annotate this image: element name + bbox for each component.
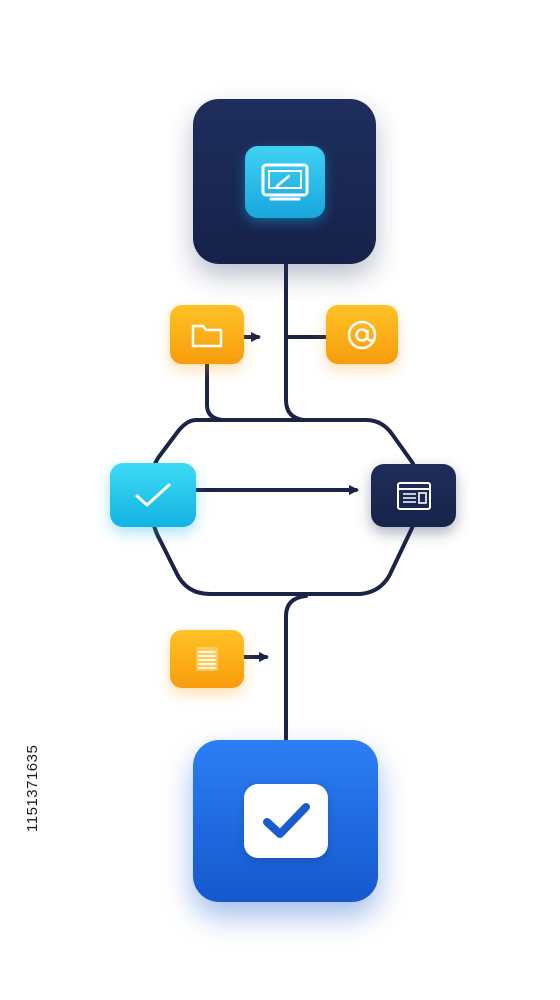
connector-start-to-loop [284,260,306,422]
email-node[interactable] [326,305,398,364]
monitor-icon [259,162,311,202]
folder-icon [190,321,224,349]
checkbox-icon [257,798,315,844]
end-node[interactable] [193,740,378,902]
connector-end-trunk [284,594,308,744]
check-node[interactable] [110,463,196,527]
end-node-inner [243,784,328,858]
document-icon [394,480,434,512]
start-node[interactable] [193,99,376,264]
document-node[interactable] [371,464,456,527]
start-node-inner [244,145,325,218]
at-sign-icon [345,318,379,352]
folder-node[interactable] [170,305,244,364]
stock-id-label: 1151371635 [24,744,41,832]
list-icon [192,645,222,673]
list-node[interactable] [170,630,244,688]
connector-folder-to-loop [205,362,224,422]
checkmark-icon [131,478,175,512]
